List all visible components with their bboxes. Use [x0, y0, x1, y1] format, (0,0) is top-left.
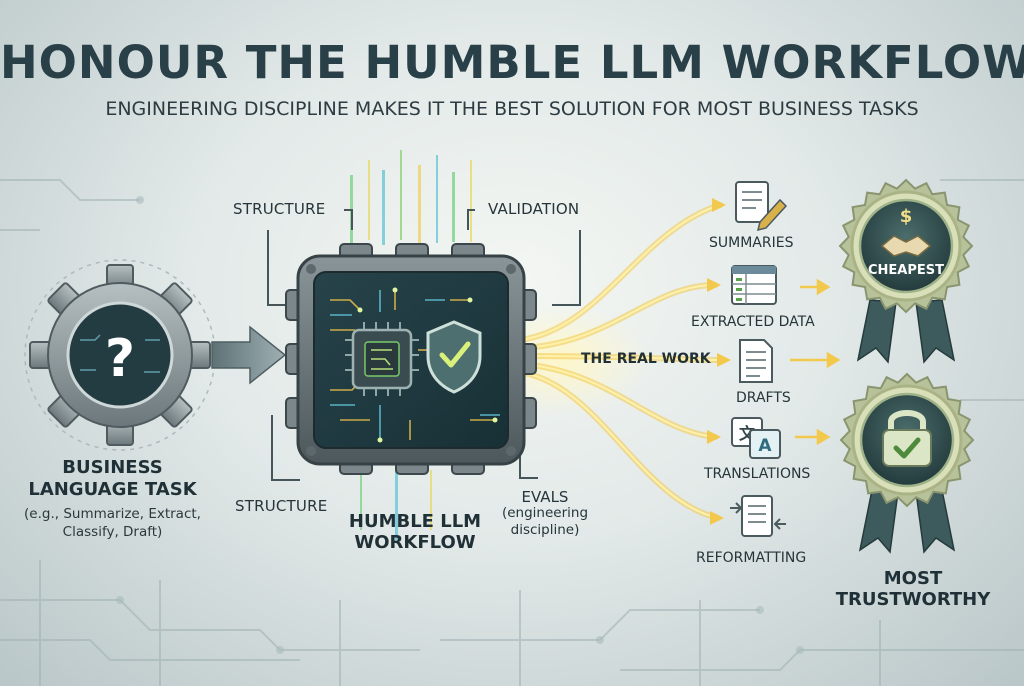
trust-label: MOST TRUSTWORTHY	[835, 568, 991, 610]
dollar-handshake-icon: $	[880, 206, 932, 257]
spreadsheet-icon	[731, 265, 777, 305]
flow-arrowheads	[707, 198, 731, 525]
page-subtitle: ENGINEERING DISCIPLINE MAKES IT THE BEST…	[105, 98, 919, 120]
structure-bottom-label: STRUCTURE	[235, 497, 328, 515]
core-workflow-title: HUMBLE LLM WORKFLOW	[348, 511, 482, 553]
document-icon	[739, 339, 773, 383]
output-reformatting-label: REFORMATTING	[696, 550, 807, 566]
input-task-examples: (e.g., Summarize, Extract, Classify, Dra…	[24, 506, 201, 540]
svg-text:?: ?	[105, 329, 135, 389]
output-summaries-label: SUMMARIES	[709, 235, 794, 251]
microchip-icon	[345, 322, 419, 396]
evals-label: EVALS	[521, 488, 569, 506]
svg-text:$: $	[900, 206, 913, 227]
structure-top-label: STRUCTURE	[233, 200, 326, 218]
page-title: HONOUR THE HUMBLE LLM WORKFLOW	[0, 36, 1024, 89]
evals-note: (engineering discipline)	[501, 505, 589, 538]
output-translations-label: TRANSLATIONS	[704, 466, 811, 482]
cheapest-label: CHEAPEST	[867, 263, 944, 278]
badge-arrows	[790, 278, 841, 446]
input-task-title: BUSINESS LANGUAGE TASK	[28, 457, 197, 500]
llm-workflow-processor	[285, 243, 537, 475]
output-drafts-label: DRAFTS	[736, 390, 791, 406]
flow-label: THE REAL WORK	[581, 351, 711, 367]
input-arrow	[211, 325, 287, 385]
translate-icon: 文 A	[731, 417, 781, 459]
reformat-document-icon	[730, 495, 786, 537]
svg-text:A: A	[758, 436, 772, 456]
validation-label: VALIDATION	[488, 200, 580, 218]
output-extracted-data-label: EXTRACTED DATA	[691, 314, 815, 330]
padlock-check-icon	[882, 410, 932, 467]
question-gear-icon: ?	[24, 259, 216, 451]
document-pencil-icon	[735, 181, 788, 232]
shield-check-icon	[426, 320, 482, 394]
